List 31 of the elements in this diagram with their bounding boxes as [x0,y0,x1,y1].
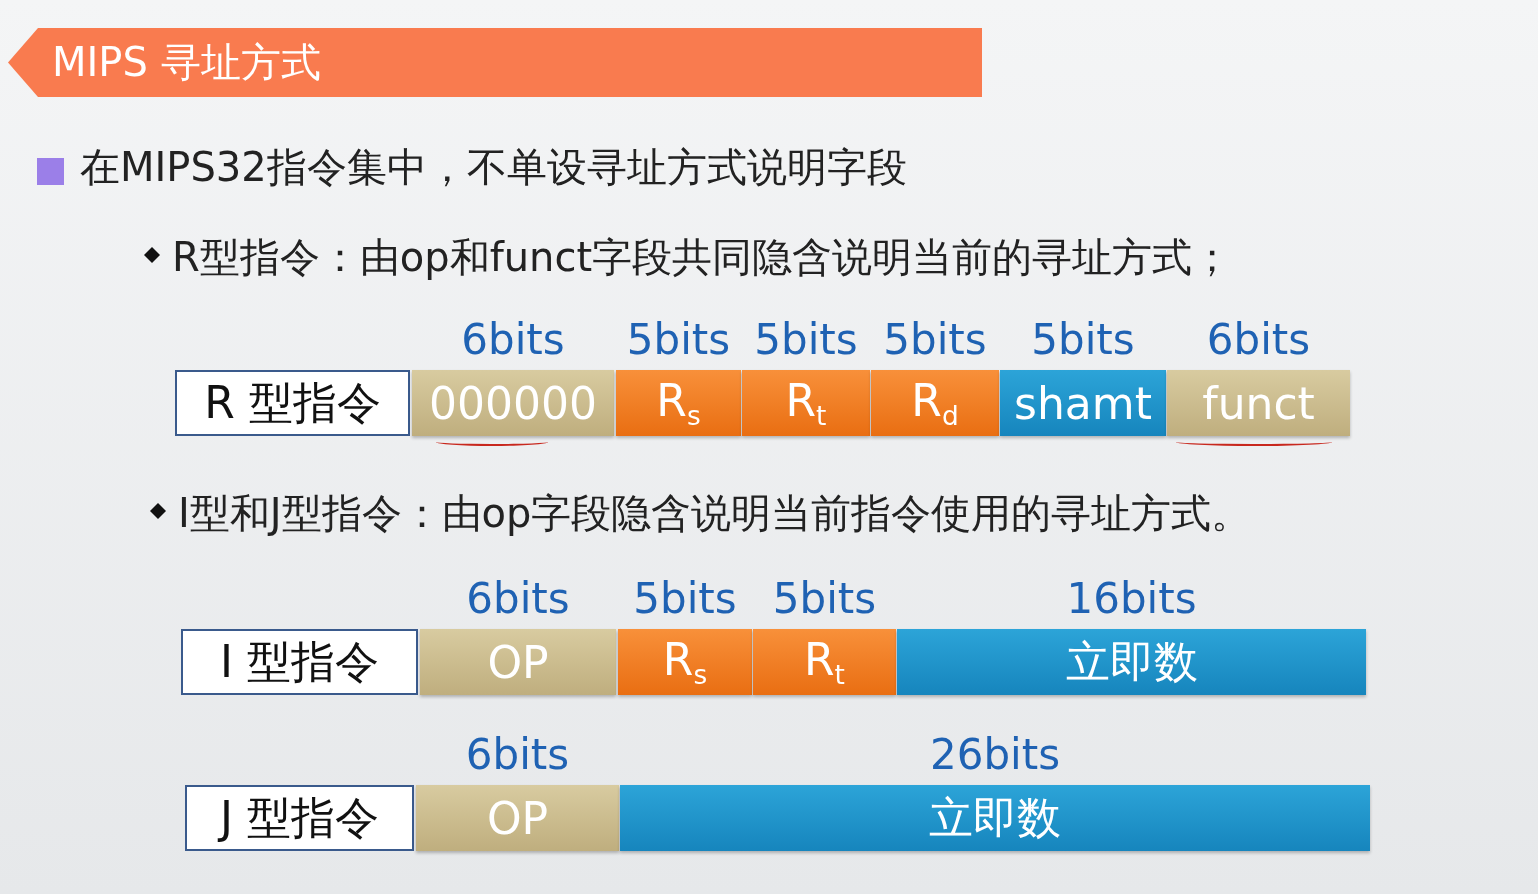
bullet-text: R型指令：由op和funct字段共同隐含说明当前的寻址方式； [172,233,1233,282]
bit-width-label: 5bits [771,575,878,623]
bit-width-label: 5bits [625,316,732,364]
format-name-box: R 型指令 [175,370,410,436]
bit-width-label: 6bits [465,575,571,623]
register-field: R$_{s}$ [616,370,741,436]
field: shamt [1000,370,1166,436]
bit-width-label: 5bits [1030,316,1136,364]
bit-width-label: 5bits [882,316,988,364]
register-field: R$_{d}$ [871,370,999,436]
bit-width-label: 6bits [460,316,566,364]
format-name-box: J 型指令 [185,785,414,851]
opcode-field: funct [1167,370,1350,436]
bit-width-label: 16bits [1065,575,1198,623]
field: 立即数 [897,629,1366,695]
bit-width-label: 5bits [632,575,738,623]
opcode-field: OP [420,629,616,695]
bit-width-label: 6bits [464,731,571,779]
bit-width-label: 26bits [928,731,1062,779]
bullet-text: I型和J型指令：由op字段隐含说明当前指令使用的寻址方式。 [178,489,1252,538]
register-field: R$_{t}$ [753,629,896,695]
register-field: R$_{t}$ [742,370,870,436]
bullet-text: 在MIPS32指令集中，不单设寻址方式说明字段 [80,143,907,192]
field: 立即数 [620,785,1370,851]
format-name-box: I 型指令 [181,629,418,695]
opcode-field: OP [416,785,619,851]
register-field: R$_{s}$ [618,629,752,695]
opcode-field: 000000 [412,370,614,436]
bit-width-label: 6bits [1205,316,1312,364]
title-banner: MIPS 寻址方式 [8,28,982,97]
bit-width-label: 5bits [753,316,859,364]
